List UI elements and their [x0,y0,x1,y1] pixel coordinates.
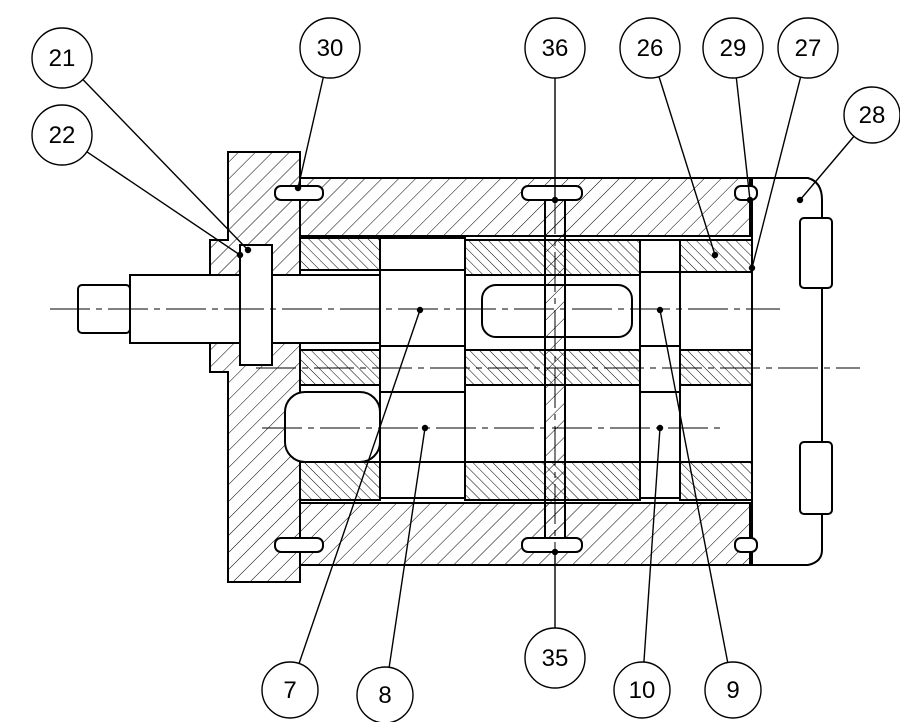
leader-dot-7 [416,306,424,314]
balloon-35: 35 [524,627,586,689]
balloon-21: 21 [31,27,93,89]
bushing-left-low [299,461,381,501]
leader-line-7 [298,309,421,664]
balloon-circle [299,17,361,79]
balloon-10: 10 [613,661,671,719]
leader-dot-21 [244,246,252,254]
leader-line-21 [82,79,249,251]
leader-dot-30 [294,184,302,192]
seal-ring [239,244,273,366]
balloon-9: 9 [704,661,762,719]
balloon-circle [702,17,764,79]
leader-line-27 [751,76,802,269]
balloon-7: 7 [261,661,319,719]
balloon-29: 29 [702,17,764,79]
bushing-left-top [299,237,381,271]
leader-dot-22 [236,251,244,259]
leader-dot-35 [551,548,559,556]
balloon-circle [31,104,93,166]
leader-dot-10 [656,424,664,432]
balloon-circle [613,661,671,719]
balloon-label: 26 [637,35,664,62]
balloon-label: 9 [726,677,739,704]
balloon-circle [619,17,681,79]
balloon-label: 29 [720,35,747,62]
leader-dot-29 [746,196,754,204]
leader-dot-9 [656,306,664,314]
dowel-right-top [734,185,758,201]
balloon-28: 28 [843,86,900,144]
cover-bolt-bottom [799,441,833,515]
leader-line-8 [388,427,426,668]
balloon-circle [524,627,586,689]
leader-lines [82,76,855,668]
balloon-label: 30 [317,35,344,62]
leader-line-10 [643,427,661,663]
balloon-label: 10 [629,677,656,704]
balloon-circle [843,86,900,144]
balloon-circle [261,661,319,719]
leader-dot-27 [748,264,756,272]
balloon-circle [31,27,93,89]
balloon-8: 8 [356,666,414,722]
dowel-bottom-left [274,537,324,553]
balloon-circle [704,661,762,719]
lower-shaft [284,391,381,463]
balloon-circle [777,17,839,79]
balloon-circle [356,666,414,722]
balloon-27: 27 [777,17,839,79]
leader-line-26 [658,76,716,256]
leader-dot-28 [796,196,804,204]
dowel-35 [521,537,583,553]
balloon-26: 26 [619,17,681,79]
leader-line-30 [297,77,324,189]
balloon-label: 21 [49,45,76,72]
balloon-label: 36 [542,35,569,62]
balloon-label: 27 [795,35,822,62]
dowel-right-bottom [734,537,758,553]
dowel-36 [521,185,583,201]
balloon-36: 36 [524,17,586,79]
housing-bottom-wall [299,502,751,566]
leader-dot-8 [421,424,429,432]
balloon-30: 30 [299,17,361,79]
balloon-label: 28 [859,102,886,129]
balloon-label: 22 [49,122,76,149]
pump-body [77,151,833,583]
leader-line-28 [799,135,855,201]
balloon-label: 35 [542,645,569,672]
balloon-22: 22 [31,104,93,166]
leader-line-22 [86,151,241,256]
leader-dot-26 [711,251,719,259]
leader-dot-36 [551,196,559,204]
leader-line-9 [659,309,729,663]
balloon-circle [524,17,586,79]
callout-balloons: 21 22 30 36 26 29 27 28 7 8 35 10 9 [31,17,900,722]
cover-bolt-top [799,217,833,289]
mounting-flange [209,151,301,583]
gear-9 [639,239,681,499]
leader-line-29 [735,77,751,201]
balloon-label: 7 [283,677,296,704]
balloon-label: 8 [378,682,391,709]
